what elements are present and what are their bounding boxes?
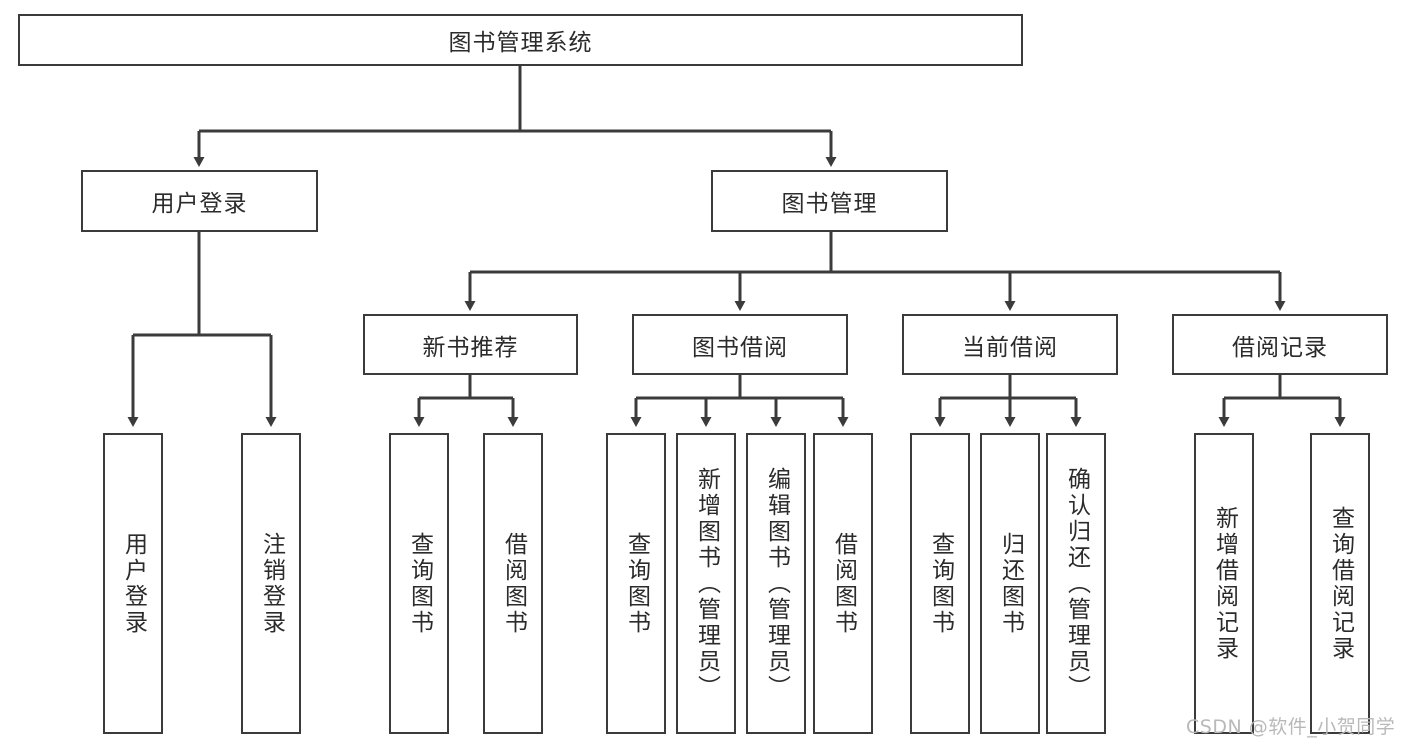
leaf-current-borrow-confirm-return-admin[interactable]: 确认归还（管理员） [1046,433,1106,734]
leaf-new-book-borrow-books[interactable]: 借阅图书 [483,433,543,734]
leaf-current-borrow-query-books[interactable]: 查询图书 [910,433,970,734]
leaf-book-borrow-add-book-admin[interactable]: 新增图书（管理员） [676,433,736,734]
node-book-borrow[interactable]: 图书借阅 [632,314,848,375]
leaf-borrow-records-add-record[interactable]: 新增借阅记录 [1194,433,1254,734]
leaf-new-book-query-books[interactable]: 查询图书 [389,433,449,734]
node-user-login[interactable]: 用户登录 [81,170,318,232]
node-root-book-management-system[interactable]: 图书管理系统 [18,14,1023,66]
leaf-book-borrow-borrow-books[interactable]: 借阅图书 [813,433,873,734]
node-book-management[interactable]: 图书管理 [711,170,948,232]
leaf-book-borrow-edit-book-admin[interactable]: 编辑图书（管理员） [746,433,806,734]
leaf-borrow-records-query-record[interactable]: 查询借阅记录 [1310,433,1370,734]
node-borrow-records[interactable]: 借阅记录 [1172,314,1388,375]
leaf-book-borrow-query-books[interactable]: 查询图书 [606,433,666,734]
leaf-current-borrow-return-books[interactable]: 归还图书 [980,433,1040,734]
leaf-user-login-login[interactable]: 用户登录 [103,433,163,734]
node-current-borrow[interactable]: 当前借阅 [902,314,1118,375]
node-new-book-recommend[interactable]: 新书推荐 [363,314,578,375]
leaf-user-login-logout[interactable]: 注销登录 [241,433,301,734]
